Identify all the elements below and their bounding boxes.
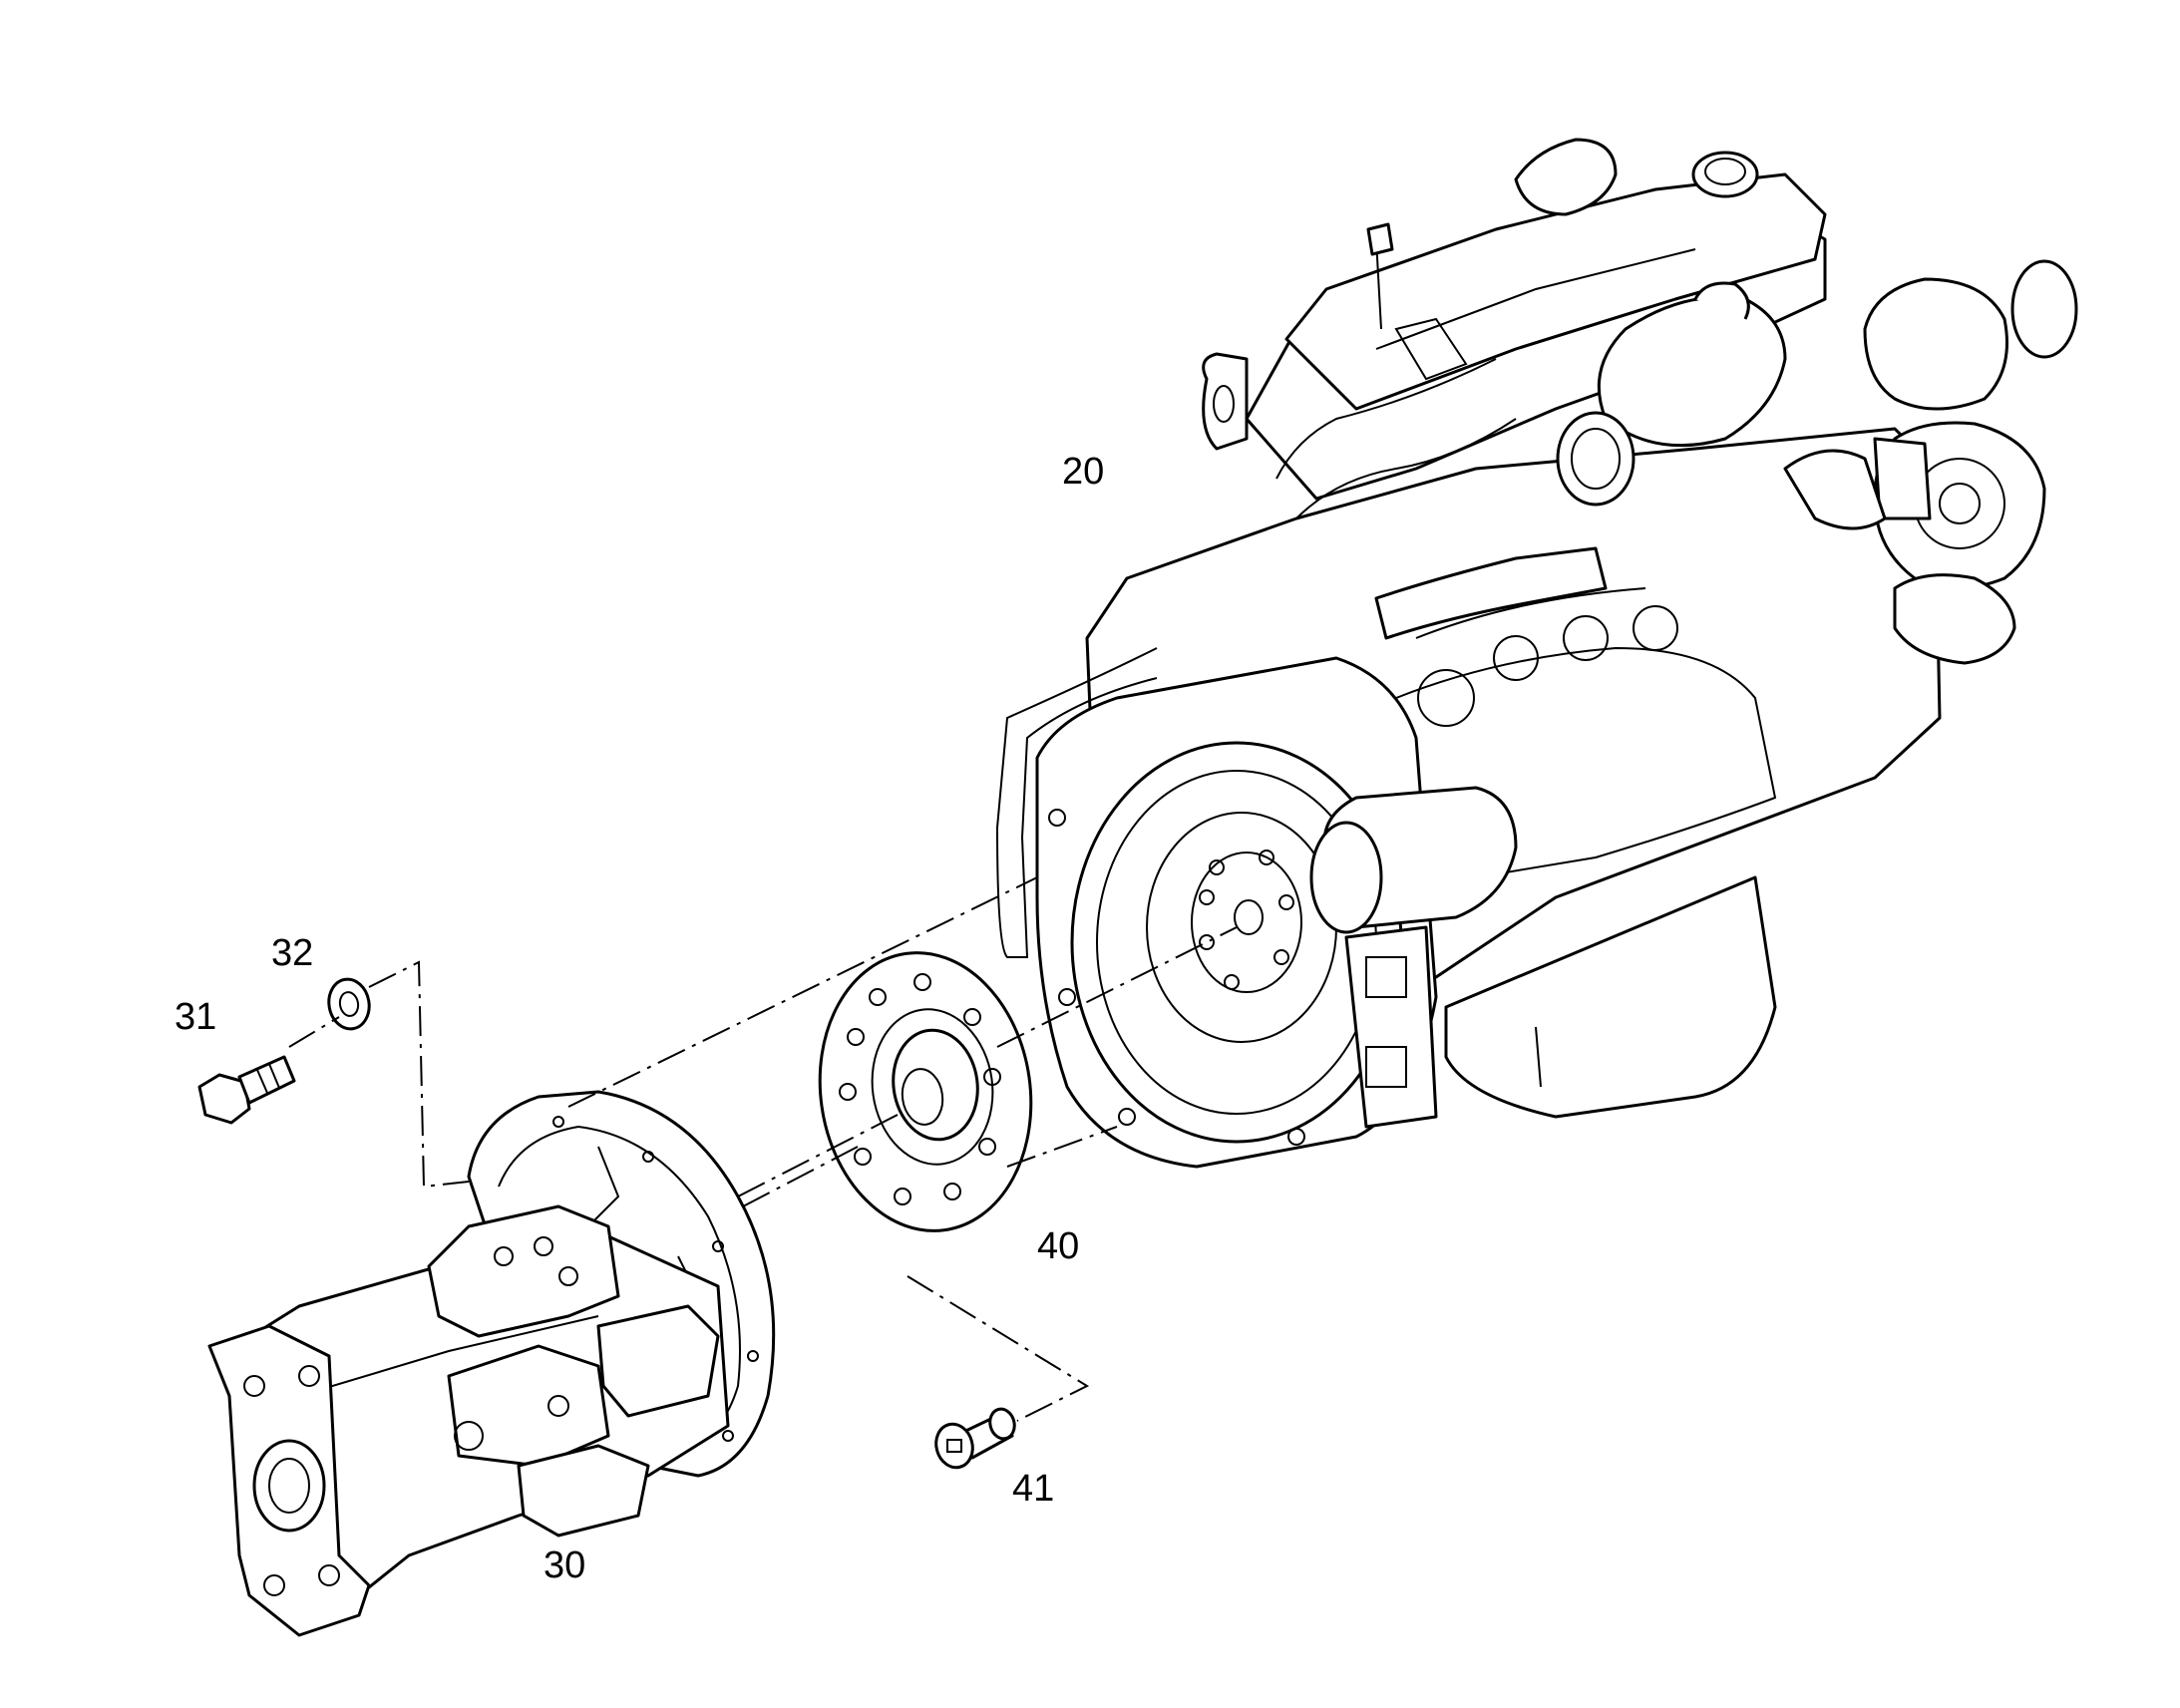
flex-coupling-disc (818, 951, 1033, 1232)
callout-40: 40 (1037, 1225, 1079, 1267)
callout-32: 32 (271, 932, 313, 974)
bolt-31 (197, 1055, 296, 1125)
assembly-lines (288, 876, 1238, 1422)
screw-41 (934, 1407, 1016, 1470)
hydraulic-pump-assembly (207, 1090, 776, 1637)
engine-assembly (995, 138, 2078, 1169)
callout-41: 41 (1012, 1468, 1054, 1510)
callout-31: 31 (175, 996, 216, 1038)
callout-20: 20 (1062, 451, 1104, 493)
callout-30: 30 (544, 1544, 585, 1586)
washer-32 (327, 977, 371, 1031)
